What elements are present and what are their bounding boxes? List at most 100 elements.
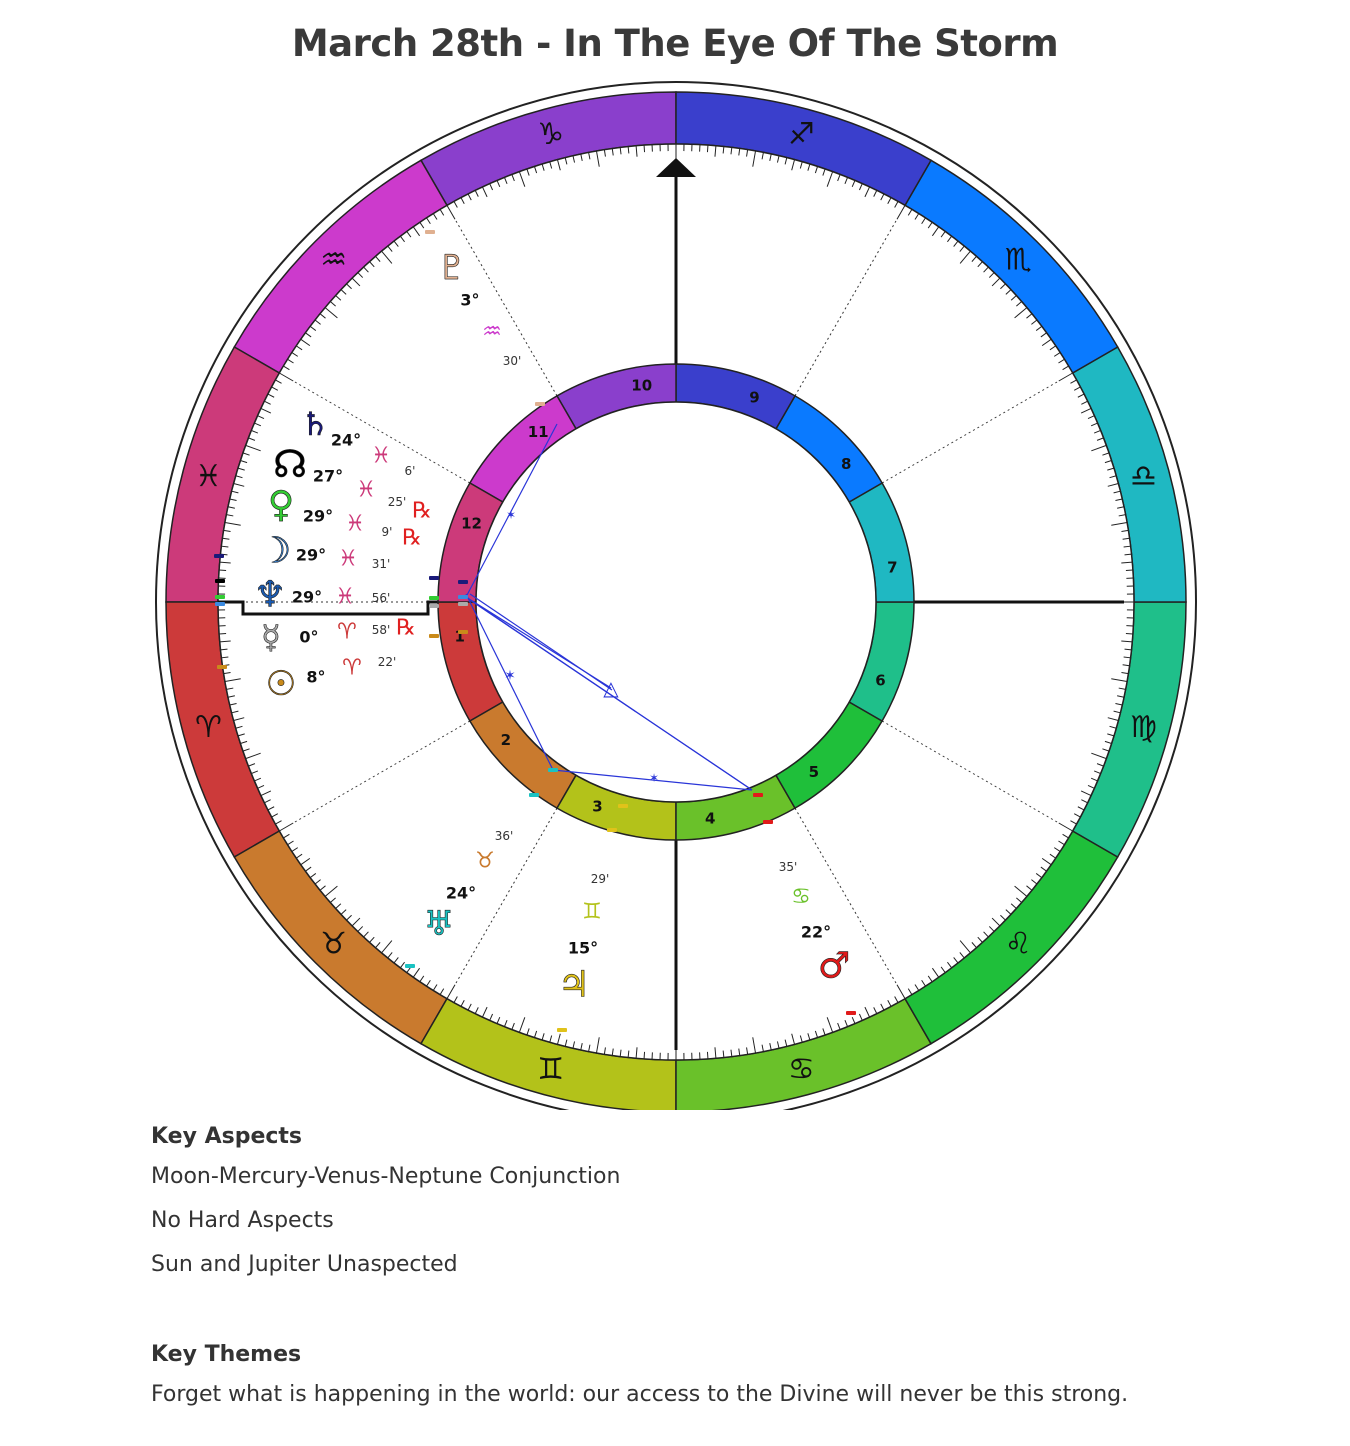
degree-tick — [340, 909, 347, 915]
degree-tick — [309, 873, 317, 879]
house-number-label: 8 — [841, 455, 851, 473]
degree-tick — [752, 1037, 757, 1054]
degree-tick — [907, 209, 913, 216]
degree-tick — [1058, 358, 1065, 364]
degree-tick — [1115, 498, 1123, 502]
degree-tick — [526, 168, 530, 176]
degree-tick — [541, 163, 545, 171]
degree-tick — [959, 245, 965, 252]
degree-tick — [439, 209, 445, 216]
degree-tick — [1107, 717, 1119, 722]
degree-tick — [799, 161, 803, 169]
degree-tick — [791, 159, 796, 171]
degree-tick — [1070, 379, 1077, 384]
degree-tick — [784, 157, 788, 165]
degree-tick — [432, 984, 438, 991]
planet-degree-label: 24° — [446, 884, 476, 903]
house-number-label: 11 — [528, 423, 549, 441]
degree-tick — [837, 174, 841, 182]
house-number-label: 1 — [454, 627, 464, 645]
degree-tick — [467, 193, 472, 201]
degree-tick — [351, 277, 361, 287]
degree-tick — [330, 301, 336, 307]
degree-tick — [221, 545, 229, 548]
degree-tick — [873, 190, 878, 197]
retrograde-icon: ℞ — [396, 616, 416, 641]
degree-tick — [1016, 301, 1022, 307]
aspect-line — [465, 593, 554, 771]
degree-tick — [245, 444, 261, 452]
degree-tick — [931, 226, 940, 237]
degree-tick — [357, 926, 364, 932]
degree-tick — [738, 1048, 741, 1056]
house-cusp-line — [881, 381, 1058, 484]
degree-tick — [1010, 903, 1017, 909]
planet-minute-label: 56' — [372, 591, 391, 605]
degree-tick — [511, 174, 515, 182]
degree-tick — [220, 648, 228, 651]
degree-tick — [807, 163, 811, 171]
chart-center — [475, 401, 877, 803]
degree-tick — [1058, 372, 1073, 382]
degree-tick — [412, 226, 421, 237]
degree-tick — [240, 459, 248, 464]
degree-tick — [439, 988, 445, 995]
sextile-icon: ✶ — [649, 771, 659, 785]
degree-tick — [240, 740, 248, 745]
degree-tick — [572, 155, 576, 163]
degree-tick — [224, 678, 241, 683]
planet-minute-label: 30' — [503, 354, 522, 368]
planet-position-marker — [215, 602, 225, 606]
degree-tick — [947, 235, 953, 243]
degree-tick — [467, 1003, 472, 1011]
page-title: March 28th - In The Eye Of The Storm — [291, 22, 1059, 65]
degree-tick — [722, 146, 725, 154]
degree-tick — [227, 506, 235, 509]
degree-tick — [1081, 799, 1088, 804]
degree-tick — [1121, 529, 1129, 532]
degree-tick — [533, 1030, 538, 1038]
degree-tick — [1041, 338, 1052, 347]
degree-tick — [260, 790, 272, 797]
planet-sign-icon: ♓ — [338, 547, 358, 572]
degree-tick — [927, 975, 933, 982]
aspect-line — [465, 423, 558, 598]
planet-degree-label: 8° — [306, 668, 325, 687]
degree-tick — [1121, 640, 1133, 643]
degree-tick — [481, 186, 488, 198]
degree-tick — [242, 452, 250, 456]
degree-tick — [432, 213, 438, 220]
degree-tick — [1035, 873, 1043, 879]
degree-tick — [235, 475, 243, 479]
degree-tick — [907, 988, 913, 995]
degree-tick — [619, 1049, 622, 1057]
degree-tick — [988, 926, 995, 932]
degree-tick — [572, 1041, 576, 1049]
degree-tick — [1113, 710, 1121, 714]
degree-tick — [1000, 283, 1006, 290]
degree-tick — [287, 840, 294, 846]
degree-tick — [977, 261, 983, 268]
degree-tick — [947, 961, 953, 969]
aries-sign-icon: ♈ — [195, 710, 222, 745]
degree-tick — [580, 153, 583, 161]
house-cusp-line — [794, 220, 897, 397]
degree-tick — [556, 1033, 561, 1045]
degree-tick — [1035, 325, 1043, 331]
degree-tick — [983, 931, 989, 938]
degree-tick — [453, 996, 458, 1003]
degree-tick — [1040, 866, 1047, 872]
degree-tick — [769, 1043, 772, 1051]
moon-icon: ☽ — [259, 531, 291, 572]
degree-tick — [233, 482, 245, 487]
sun-icon: ☉ — [266, 664, 296, 704]
planet-position-marker — [846, 1011, 856, 1015]
planet-position-marker — [557, 1028, 567, 1032]
degree-tick — [314, 319, 321, 325]
degree-tick — [1096, 763, 1104, 767]
degree-tick — [826, 1017, 834, 1033]
degree-tick — [363, 931, 369, 938]
degree-tick — [1093, 429, 1101, 434]
degree-tick — [1102, 452, 1110, 456]
pluto-icon: ♇ — [437, 248, 467, 288]
